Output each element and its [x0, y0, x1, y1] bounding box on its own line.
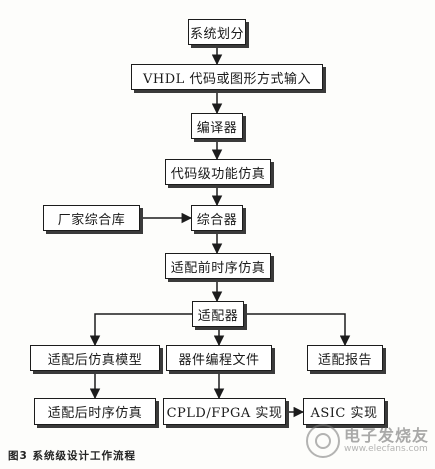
node-cpld-fpga-impl-label: CPLD/FPGA 实现 [166, 406, 283, 421]
node-synthesizer: 综合器 [191, 205, 243, 231]
node-system-partition: 系统划分 [188, 19, 246, 45]
node-system-partition-label: 系统划分 [189, 26, 244, 42]
watermark-text: 电子发烧友 www.elecfans.com [344, 427, 429, 454]
node-fitter-label: 适配器 [197, 308, 239, 324]
arrow-fitter-to-postmodel [89, 313, 192, 347]
node-synthesizer-label: 综合器 [196, 212, 238, 228]
node-fit-report-label: 适配报告 [317, 352, 372, 368]
figure-caption: 图3 系统级设计工作流程 [8, 450, 136, 462]
node-cpld-fpga-impl: CPLD/FPGA 实现 [163, 398, 286, 425]
node-vhdl-input-label: VHDL 代码或图形方式输入 [143, 71, 311, 87]
node-pre-fit-timing-sim: 适配前时序仿真 [165, 253, 271, 279]
watermark-name: 电子发烧友 [343, 426, 429, 446]
node-asic-impl-label: ASIC 实现 [310, 406, 378, 421]
node-fit-report: 适配报告 [307, 345, 383, 371]
watermark-url: www.elecfans.com [343, 443, 428, 454]
node-post-fit-timing-sim: 适配后时序仿真 [34, 398, 156, 425]
arrow-fitter-to-report [244, 313, 351, 347]
node-post-fit-timing-sim-label: 适配后时序仿真 [47, 406, 143, 421]
node-compiler: 编译器 [191, 113, 243, 139]
node-vendor-library: 厂家综合库 [43, 205, 140, 231]
node-compiler-label: 编译器 [196, 120, 238, 136]
node-post-fit-sim-model-label: 适配后仿真模型 [47, 352, 143, 368]
node-device-programming-file-label: 器件编程文件 [178, 352, 260, 368]
node-functional-sim: 代码级功能仿真 [165, 159, 271, 185]
node-pre-fit-timing-sim-label: 适配前时序仿真 [170, 260, 266, 276]
node-post-fit-sim-model: 适配后仿真模型 [30, 345, 160, 371]
node-device-programming-file: 器件编程文件 [166, 345, 272, 371]
elecfans-logo-icon [305, 424, 340, 458]
node-vhdl-input: VHDL 代码或图形方式输入 [131, 64, 323, 90]
node-functional-sim-label: 代码级功能仿真 [170, 166, 266, 182]
watermark: 电子发烧友 www.elecfans.com [305, 424, 429, 458]
node-fitter: 适配器 [192, 301, 244, 327]
node-asic-impl: ASIC 实现 [303, 398, 385, 425]
node-vendor-library-label: 厂家综合库 [57, 212, 126, 228]
